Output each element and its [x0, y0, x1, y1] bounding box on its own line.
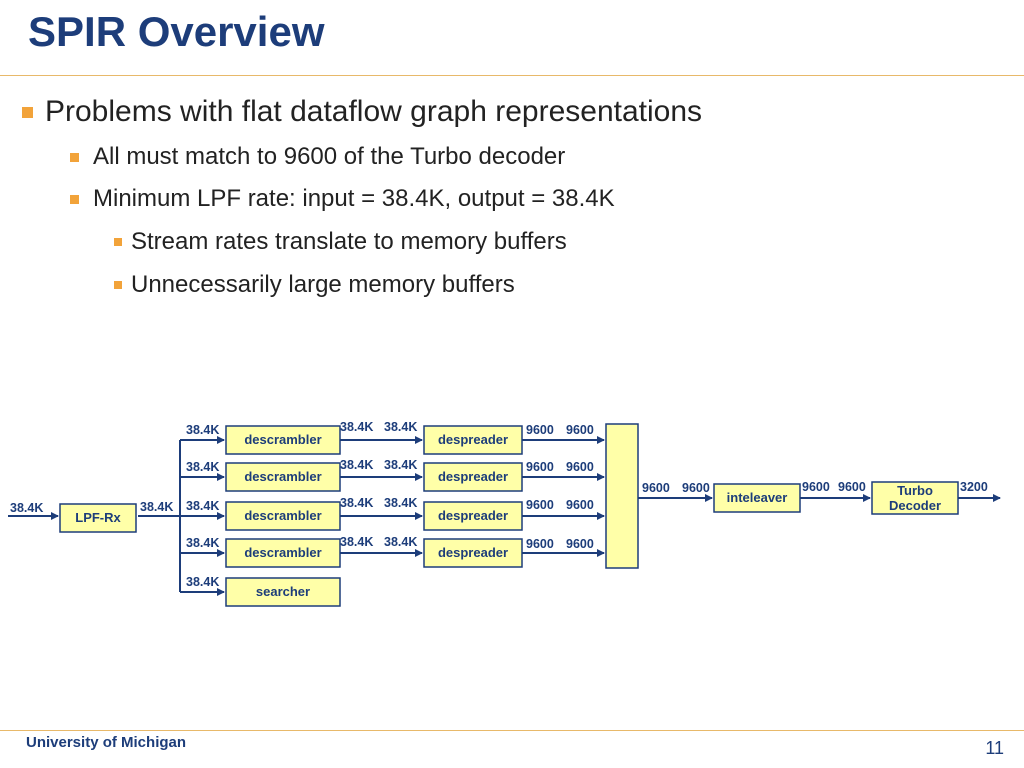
bullet-square-icon [70, 152, 79, 162]
descrambler-block: descrambler [225, 462, 341, 492]
rate-label: 38.4K [186, 575, 219, 589]
bullet-level2: Minimum LPF rate: input = 38.4K, output … [70, 185, 615, 213]
rate-label: 38.4K [186, 499, 219, 513]
title-divider [0, 75, 1024, 76]
bullet-level1: Problems with flat dataflow graph repres… [22, 95, 702, 129]
rate-label: 38.4K [340, 458, 373, 472]
despreader-block: despreader [423, 462, 523, 492]
slide-title: SPIR Overview [28, 8, 325, 55]
block-label: inteleaver [727, 490, 788, 505]
bullet-level2: All must match to 9600 of the Turbo deco… [70, 143, 565, 171]
footer-divider [0, 730, 1024, 731]
rate-label: 9600 [566, 537, 594, 551]
despreader-block: despreader [423, 501, 523, 531]
block-label-line2: Decoder [889, 498, 941, 513]
descrambler-block: descrambler [225, 538, 341, 568]
rate-label: 38.4K [384, 458, 417, 472]
rate-label: 9600 [526, 460, 554, 474]
rate-label: 38.4K [186, 536, 219, 550]
bullet-text: Unnecessarily large memory buffers [131, 271, 515, 298]
bullet-text: All must match to 9600 of the Turbo deco… [93, 143, 566, 170]
block-label: descrambler [244, 432, 321, 447]
rate-label: 3200 [960, 480, 988, 494]
rate-label: 38.4K [140, 500, 173, 514]
rate-label: 38.4K [340, 535, 373, 549]
block-label: despreader [438, 432, 508, 447]
rate-label: 9600 [566, 498, 594, 512]
rate-label: 38.4K [384, 496, 417, 510]
turbo-decoder-block: Turbo Decoder [871, 481, 959, 515]
rate-labels: 38.4K 38.4K 38.4K 38.4K 38.4K 38.4K 38.4… [10, 420, 988, 589]
block-label: despreader [438, 469, 508, 484]
rate-label: 9600 [642, 481, 670, 495]
bullet-square-icon [114, 238, 122, 246]
block-label: LPF-Rx [75, 510, 121, 525]
bullet-text: Minimum LPF rate: input = 38.4K, output … [93, 185, 615, 212]
combiner-block [605, 423, 639, 569]
rate-label: 9600 [682, 481, 710, 495]
rate-label: 38.4K [384, 535, 417, 549]
rate-label: 38.4K [186, 423, 219, 437]
rate-label: 38.4K [10, 501, 43, 515]
block-label: descrambler [244, 469, 321, 484]
descrambler-block: descrambler [225, 501, 341, 531]
block-label: despreader [438, 545, 508, 560]
block-label: descrambler [244, 508, 321, 523]
interleaver-block: inteleaver [713, 483, 801, 513]
descrambler-block: descrambler [225, 425, 341, 455]
bullet-square-icon [114, 281, 122, 289]
rate-label: 38.4K [186, 460, 219, 474]
block-label: descrambler [244, 545, 321, 560]
rate-label: 9600 [526, 498, 554, 512]
rate-label: 9600 [566, 460, 594, 474]
rate-label: 9600 [526, 537, 554, 551]
bullet-text: Problems with flat dataflow graph repres… [45, 95, 703, 128]
bullet-square-icon [22, 106, 33, 118]
rate-label: 9600 [566, 423, 594, 437]
page-number: 11 [985, 738, 1004, 758]
dataflow-diagram: LPF-Rx descrambler descrambler descrambl… [8, 420, 1001, 607]
rate-label: 38.4K [340, 496, 373, 510]
block-label-line1: Turbo [897, 483, 933, 498]
block-label: searcher [256, 584, 310, 599]
despreader-block: despreader [423, 425, 523, 455]
rate-label: 38.4K [340, 420, 373, 434]
bullet-square-icon [70, 194, 79, 204]
rate-label: 9600 [838, 480, 866, 494]
rate-label: 9600 [802, 480, 830, 494]
footer-institution: University of Michigan [26, 734, 187, 751]
lpf-rx-block: LPF-Rx [59, 503, 137, 533]
rate-label: 38.4K [384, 420, 417, 434]
rate-label: 9600 [526, 423, 554, 437]
bullet-level3: Stream rates translate to memory buffers [114, 228, 567, 256]
searcher-block: searcher [225, 577, 341, 607]
diagram-wires [8, 436, 1001, 596]
block-label: despreader [438, 508, 508, 523]
bullet-level3: Unnecessarily large memory buffers [114, 271, 515, 299]
despreader-block: despreader [423, 538, 523, 568]
bullet-text: Stream rates translate to memory buffers [131, 228, 567, 255]
